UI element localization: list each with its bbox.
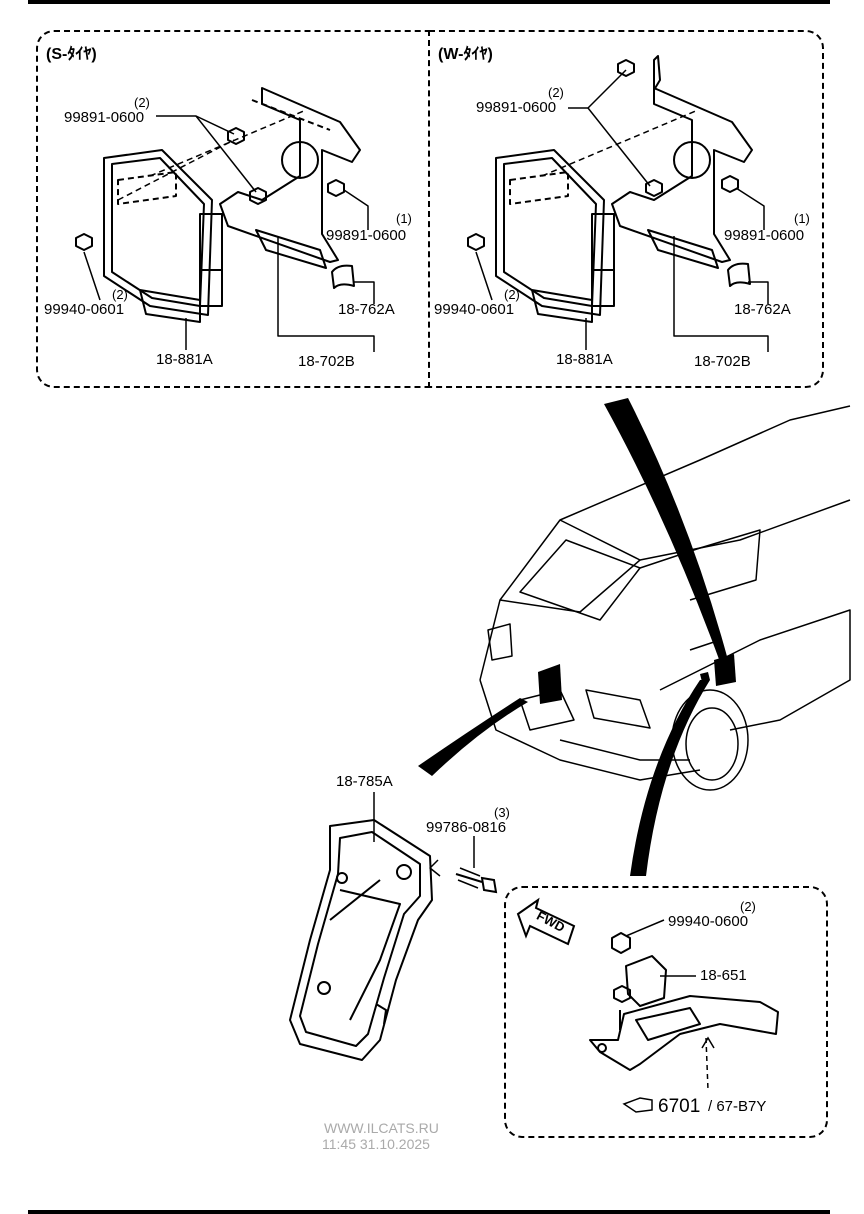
detail-ref-main: 6701 [658,1096,701,1117]
detail-qty-99940: (2) [740,899,756,914]
left-qty-top: (2) [134,95,150,110]
left-part-99940: 99940-0601 [44,301,125,318]
watermark-timestamp: 11:45 31.10.2025 [322,1136,430,1152]
left-part-18881: 18-881A [156,351,213,368]
right-ecu [495,149,615,323]
right-nuts [467,59,751,287]
bracket-18-785a [289,819,441,1061]
qty-99786: (3) [494,805,510,820]
watermark-site: WWW.ILCATS.RU [324,1120,439,1136]
right-part-18881: 18-881A [556,351,613,368]
detail-panel-frame [504,886,828,1138]
left-nuts [75,127,355,289]
top-rule [28,0,830,4]
right-qty-right: (1) [794,211,810,226]
bottom-rule [28,1210,830,1214]
left-ecu [103,149,223,323]
right-part-99891-right: 99891-0600 [724,227,805,244]
right-part-18762: 18-762A [734,301,791,318]
right-panel-frame [428,30,824,388]
detail-parts [589,932,779,1071]
van-ecu-marks [538,654,736,704]
left-part-99891-right: 99891-0600 [326,227,407,244]
pointer-arrows [418,398,728,876]
right-panel-title: (W-ﾀｲﾔ) [438,46,493,63]
right-part-99891-top: 99891-0600 [476,99,557,116]
right-qty-99940: (2) [504,287,520,302]
part-18785: 18-785A [336,773,393,790]
part-99786: 99786-0816 [426,819,507,836]
left-part-18702: 18-702B [298,353,355,370]
left-panel-frame [36,30,430,388]
left-bracket [219,87,361,269]
detail-ref-sub: / 67-B7Y [708,1098,767,1115]
bolt-99786 [455,867,498,894]
left-panel-title: (S-ﾀｲﾔ) [46,46,97,63]
right-part-18702: 18-702B [694,353,751,370]
detail-part-18651: 18-651 [700,967,747,984]
detail-part-99940: 99940-0600 [668,913,749,930]
reference-hand-icon [622,1097,653,1113]
left-part-18762: 18-762A [338,301,395,318]
right-qty-top: (2) [548,85,564,100]
left-qty-right: (1) [396,211,412,226]
left-part-99891-top: 99891-0600 [64,109,145,126]
fwd-arrow [516,897,576,946]
right-part-99940: 99940-0601 [434,301,515,318]
right-bracket [611,55,753,269]
van-illustration [479,405,851,791]
left-qty-99940: (2) [112,287,128,302]
